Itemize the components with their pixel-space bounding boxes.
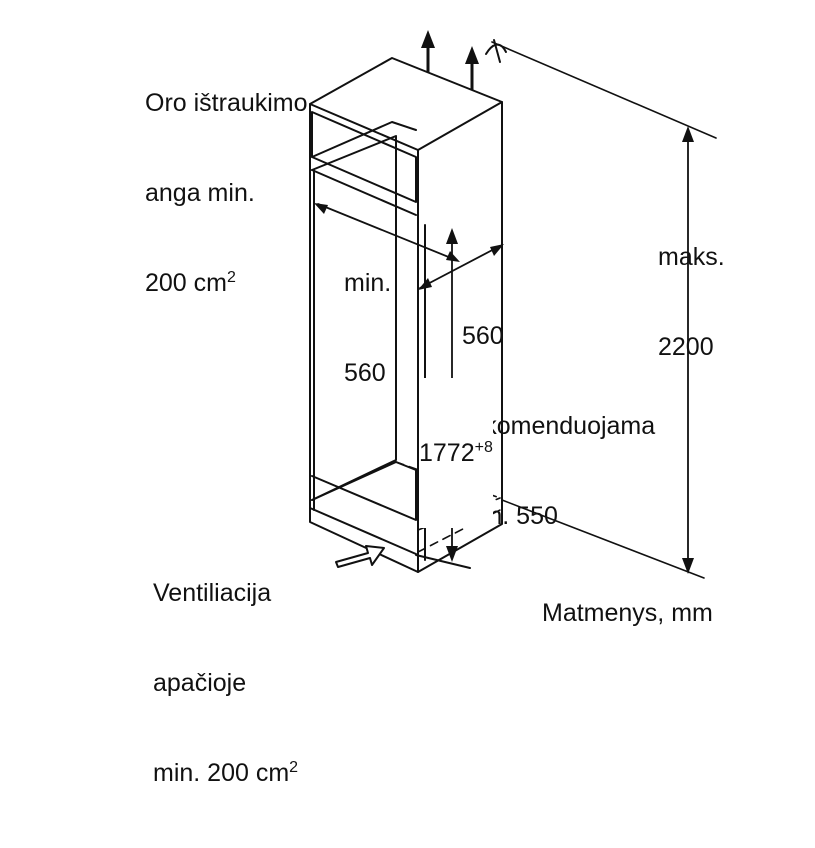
- ref-line-bottom: [501, 499, 705, 579]
- air-outlet-label-line2: anga min.: [145, 179, 255, 207]
- bottom-plinth: [309, 507, 417, 555]
- depth-560-line: [419, 245, 501, 289]
- niche-height-label: 1772+8: [419, 378, 493, 528]
- air-inlet-label-line1: Ventiliacija: [153, 579, 272, 607]
- arrow-1772-top: [446, 228, 458, 244]
- niche-width-label-line1: min.: [344, 269, 392, 297]
- arrow-2200-top: [682, 126, 694, 142]
- arrow-560w-right: [446, 251, 460, 262]
- bottom-shelf: [311, 461, 417, 521]
- air-outlet-label-line1: Oro ištraukimo: [145, 89, 308, 117]
- floor-front: [415, 554, 471, 569]
- arrow-1772-bottom: [446, 546, 458, 562]
- niche-depth-label-line2: rekomenduojama: [462, 412, 656, 440]
- max-height-label-line1: maks.: [658, 243, 725, 271]
- air-outlet-arrow-2-head: [465, 46, 479, 64]
- arrow-560d-left: [418, 278, 432, 290]
- max-height-label: maks. 2200: [658, 182, 725, 422]
- top-shelf-depth: [311, 121, 417, 158]
- units-caption: Matmenys, mm: [542, 599, 713, 627]
- installation-diagram: Oro ištraukimo anga min. 200 cm2 maks. 2…: [145, 28, 725, 787]
- niche-depth-label-value: 560: [462, 322, 504, 350]
- max-height-label-value: 2200: [658, 333, 714, 361]
- cabinet-outline: [309, 57, 503, 573]
- air-inlet-label-line3: min. 200 cm2: [153, 759, 299, 787]
- air-outlet-arrow-1-head: [421, 30, 435, 48]
- top-shelf-front: [311, 169, 417, 216]
- air-inlet-label: Ventiliacija apačioje min. 200 cm2: [153, 518, 298, 848]
- air-outlet-label: Oro ištraukimo anga min. 200 cm2: [145, 28, 308, 358]
- width-560-line: [317, 203, 457, 261]
- air-inlet-label-line2: apačioje: [153, 669, 247, 697]
- niche-width-label: min. 560: [344, 208, 391, 448]
- arrow-560w-left: [314, 203, 328, 214]
- air-outlet-label-line3: 200 cm2: [145, 269, 236, 297]
- ref-line-top: [491, 41, 717, 139]
- cabinet-top-edges: [309, 101, 503, 151]
- cut-mark: [485, 39, 507, 63]
- niche-width-label-value: 560: [344, 359, 386, 387]
- niche-height-label-value: 1772+8: [419, 439, 493, 467]
- air-inlet-arrow: [335, 545, 385, 568]
- arrow-560d-right: [490, 244, 504, 256]
- arrow-2200-bottom: [682, 558, 694, 574]
